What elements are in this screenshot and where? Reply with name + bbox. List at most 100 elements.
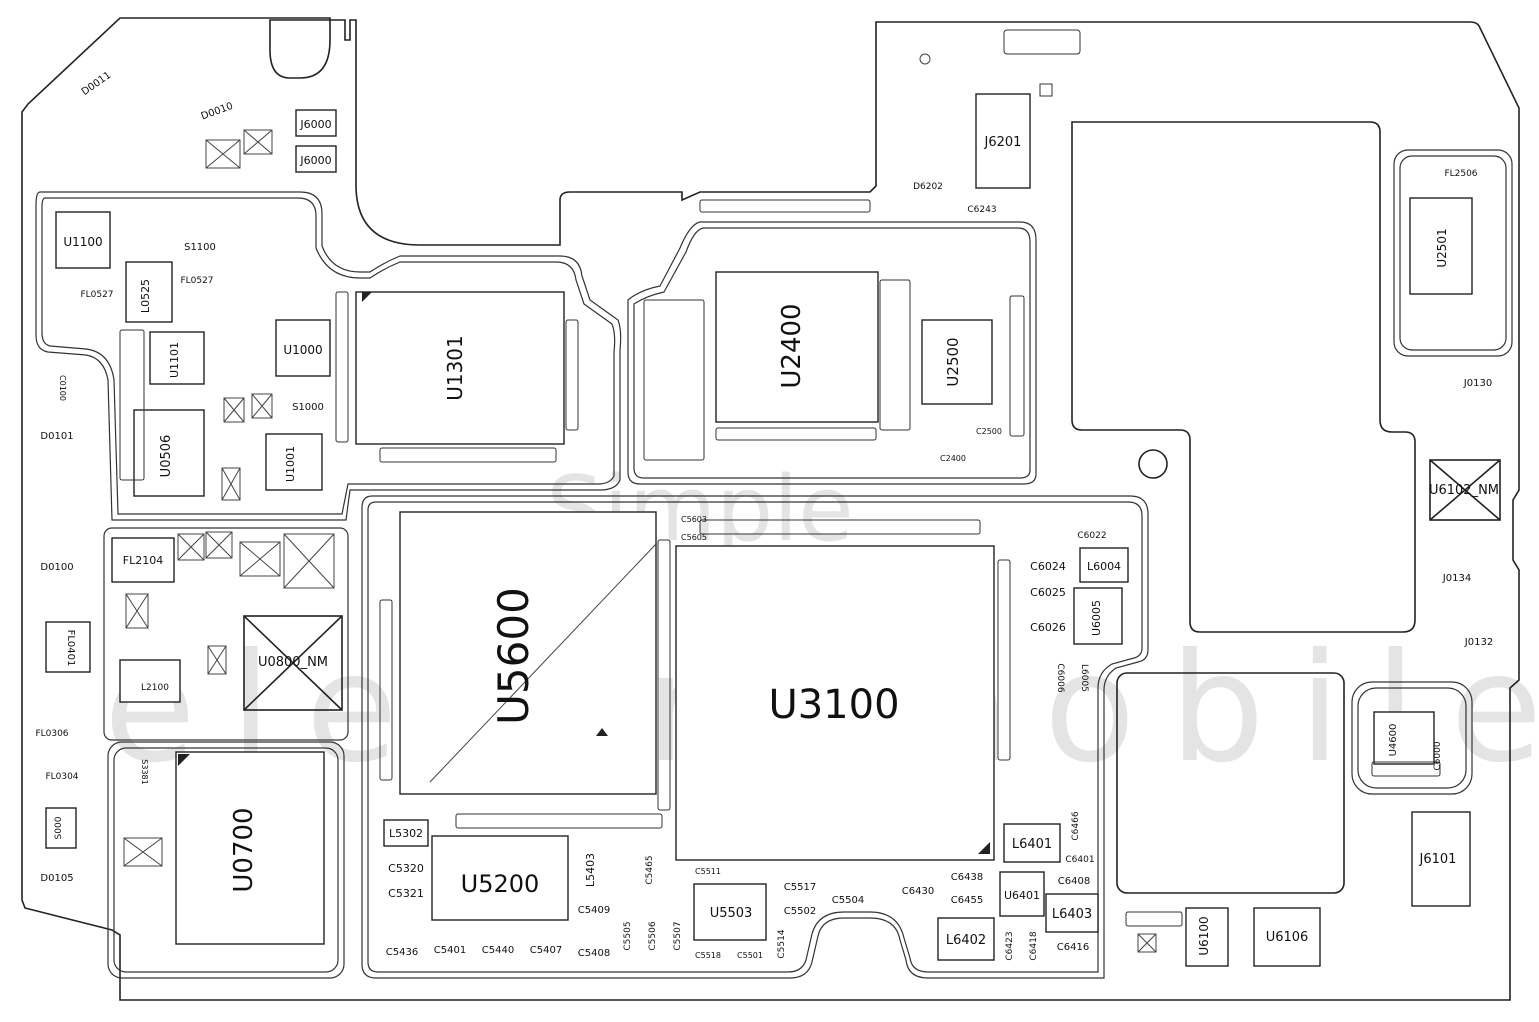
label-u1301: U1301 — [443, 335, 467, 401]
u1101-outline — [149, 331, 205, 385]
label-c6006: C6006 — [1055, 663, 1065, 692]
shield-middle-top-inner — [633, 227, 1031, 479]
l6401-outline — [1003, 823, 1061, 863]
label-l6401: L6401 — [1012, 837, 1052, 852]
labels: U1100 S1100 FL0527 FL0527 L0525 U1101 U1… — [35, 70, 1499, 961]
pin1-marker — [178, 754, 190, 766]
shield-left-bottom — [107, 741, 345, 979]
pin1-marker — [362, 292, 372, 302]
passive-pads — [119, 29, 1441, 927]
u2400-outline — [715, 271, 879, 423]
label-fl0304: FL0304 — [45, 772, 78, 782]
label-u6106: U6106 — [1266, 930, 1309, 945]
l2100-outline — [119, 659, 181, 703]
j6101-outline — [1411, 811, 1471, 907]
label-u1101: U1101 — [168, 342, 181, 378]
j6000b-outline — [295, 145, 337, 173]
u2501-outline — [1409, 197, 1473, 295]
label-c5517: C5517 — [784, 882, 816, 893]
l5302-outline — [383, 819, 429, 847]
fiducial-top — [919, 53, 931, 65]
label-u5600: U5600 — [489, 587, 538, 725]
j6000a-outline — [295, 109, 337, 137]
label-s3381: S3381 — [140, 759, 149, 784]
label-u6102: U6102_NM — [1429, 483, 1499, 498]
label-c5605: C5605 — [681, 533, 707, 542]
u3100-outline — [675, 545, 995, 861]
label-c6026: C6026 — [1030, 621, 1066, 634]
u0506-outline — [133, 409, 205, 497]
u1001-outline — [265, 433, 323, 491]
label-u1001: U1001 — [284, 446, 297, 482]
shield-left-top-inner — [41, 197, 616, 515]
label-c5321: C5321 — [388, 887, 424, 900]
label-c6416: C6416 — [1057, 942, 1089, 953]
mount-hole — [1138, 449, 1168, 479]
shield-right-top-inner — [1399, 155, 1507, 351]
label-c6418: C6418 — [1029, 931, 1039, 960]
u6005-outline — [1073, 587, 1123, 645]
label-fl0527b: FL0527 — [180, 276, 213, 286]
label-l6403: L6403 — [1052, 907, 1092, 922]
shield-left-mid — [103, 527, 349, 741]
shield-right-mid — [1351, 681, 1473, 795]
board-outline — [21, 17, 1520, 1001]
label-s1100: S1100 — [184, 242, 216, 253]
label-c5408: C5408 — [578, 948, 610, 959]
label-fl0306: FL0306 — [35, 729, 68, 739]
label-u2501: U2501 — [1435, 228, 1449, 267]
shield-main-inner — [367, 501, 1143, 973]
s000-outline — [45, 807, 77, 849]
l6402-outline — [937, 917, 995, 961]
label-c5506: C5506 — [648, 921, 658, 950]
u4600-outline — [1373, 711, 1435, 765]
label-fl0401: FL0401 — [65, 630, 76, 667]
label-s1000: S1000 — [292, 402, 324, 413]
label-fl0527a: FL0527 — [80, 290, 113, 300]
shield-left-top — [35, 191, 622, 521]
u6401-outline — [999, 871, 1045, 917]
label-c5465: C5465 — [645, 855, 655, 884]
label-c6466: C6466 — [1071, 811, 1081, 840]
label-c5502: C5502 — [784, 906, 816, 917]
label-d0101: D0101 — [40, 431, 73, 442]
u2500-outline — [921, 319, 993, 405]
label-c0100: C0100 — [58, 375, 67, 401]
label-j0132: J0132 — [1464, 637, 1493, 648]
l0525-outline — [125, 261, 173, 323]
u1100-outline — [55, 211, 111, 269]
shield-right-top — [1393, 149, 1513, 357]
fl0401-outline — [45, 621, 91, 673]
label-c5440: C5440 — [482, 945, 514, 956]
u5600-diagonal — [429, 543, 657, 783]
nm-crosses — [123, 129, 1501, 953]
label-d0100: D0100 — [40, 562, 73, 573]
label-d0011: D0011 — [80, 70, 113, 98]
label-u6005: U6005 — [1090, 600, 1103, 636]
label-c5507: C5507 — [673, 921, 683, 950]
u1000-outline — [275, 319, 331, 377]
label-l6402: L6402 — [946, 933, 986, 948]
label-u1000: U1000 — [283, 343, 322, 357]
label-c5603: C5603 — [681, 515, 707, 524]
label-l0525: L0525 — [139, 279, 152, 313]
label-u6100: U6100 — [1197, 916, 1211, 955]
label-l2100: L2100 — [141, 683, 169, 693]
label-c6025: C6025 — [1030, 586, 1066, 599]
u6100-outline — [1185, 907, 1229, 967]
u5503-outline — [693, 883, 767, 941]
u1301-outline — [355, 291, 565, 445]
label-c5320: C5320 — [388, 862, 424, 875]
label-u3100: U3100 — [768, 682, 899, 728]
shield-main — [361, 495, 1149, 979]
label-c6000: C6000 — [1433, 741, 1443, 770]
l6403-outline — [1045, 893, 1099, 933]
label-d0105: D0105 — [40, 873, 73, 884]
label-l5302: L5302 — [389, 827, 423, 840]
label-u5200: U5200 — [461, 870, 540, 898]
label-c6401: C6401 — [1065, 855, 1094, 865]
label-d0010: D0010 — [200, 101, 235, 123]
label-u2400: U2400 — [777, 303, 807, 388]
label-l6004: L6004 — [1087, 560, 1121, 573]
